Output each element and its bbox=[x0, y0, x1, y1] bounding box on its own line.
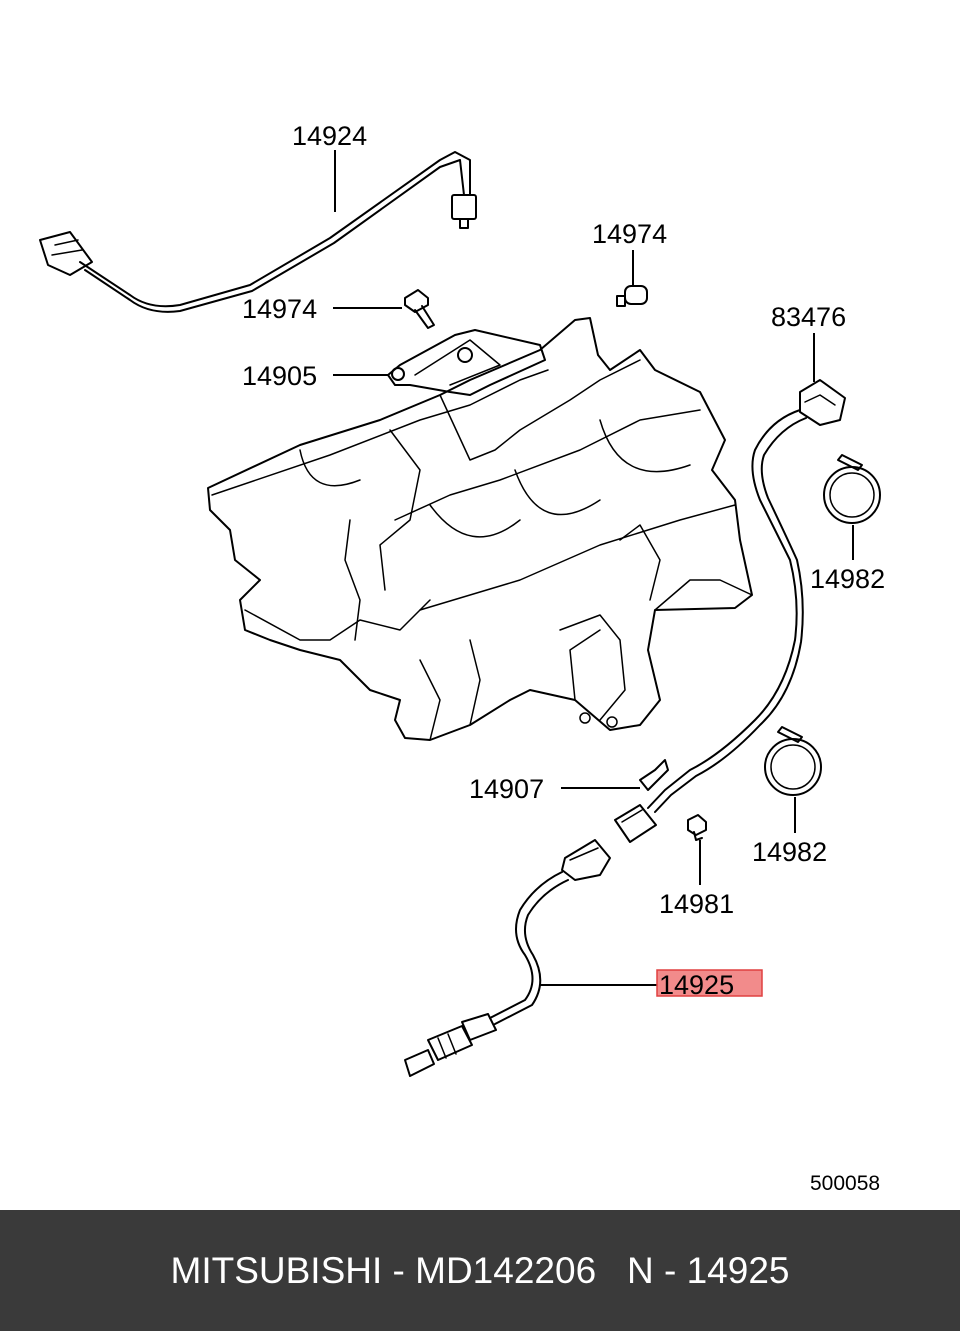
diagram-canvas: 14924 14974 14974 14905 83476 14982 1498… bbox=[39, 121, 885, 1195]
harness-connector-drawing bbox=[561, 804, 657, 881]
footer-bar: MITSUBISHI - MD142206 N - 14925 bbox=[0, 1210, 960, 1331]
highlight-box-14925 bbox=[656, 969, 763, 997]
part-label-14981[interactable]: 14981 bbox=[659, 889, 734, 919]
clamp-drawing-bottom bbox=[764, 726, 822, 796]
clamp-drawing-top bbox=[823, 454, 881, 524]
part-label-14924[interactable]: 14924 bbox=[292, 121, 367, 151]
connector-83476-drawing bbox=[647, 379, 846, 813]
engine-block-drawing bbox=[207, 317, 753, 741]
part-label-14974-left[interactable]: 14974 bbox=[242, 294, 317, 324]
part-label-14925[interactable]: 14925 bbox=[659, 970, 734, 1000]
plug-drawing-top bbox=[616, 285, 648, 307]
bolt-drawing-left bbox=[404, 289, 435, 329]
part-label-14982-bottom[interactable]: 14982 bbox=[752, 837, 827, 867]
bracket-drawing bbox=[387, 329, 546, 396]
parts-diagram: 14924 14974 14974 14905 83476 14982 1498… bbox=[39, 121, 885, 1195]
part-label-14982-top[interactable]: 14982 bbox=[810, 564, 885, 594]
sensor-14924-drawing bbox=[39, 151, 477, 313]
footer-part-caption: MITSUBISHI - MD142206 N - 14925 bbox=[170, 1249, 790, 1291]
part-label-14905[interactable]: 14905 bbox=[242, 361, 317, 391]
part-label-14907[interactable]: 14907 bbox=[469, 774, 544, 804]
clip-14907-drawing bbox=[639, 759, 669, 791]
diagram-code: 500058 bbox=[810, 1172, 880, 1195]
leader-lines bbox=[333, 150, 854, 986]
oxygen-sensor-14925-drawing bbox=[404, 871, 569, 1077]
part-label-83476[interactable]: 83476 bbox=[771, 302, 846, 332]
bolt-14981-drawing bbox=[687, 814, 707, 841]
part-label-14974-top[interactable]: 14974 bbox=[592, 219, 667, 249]
